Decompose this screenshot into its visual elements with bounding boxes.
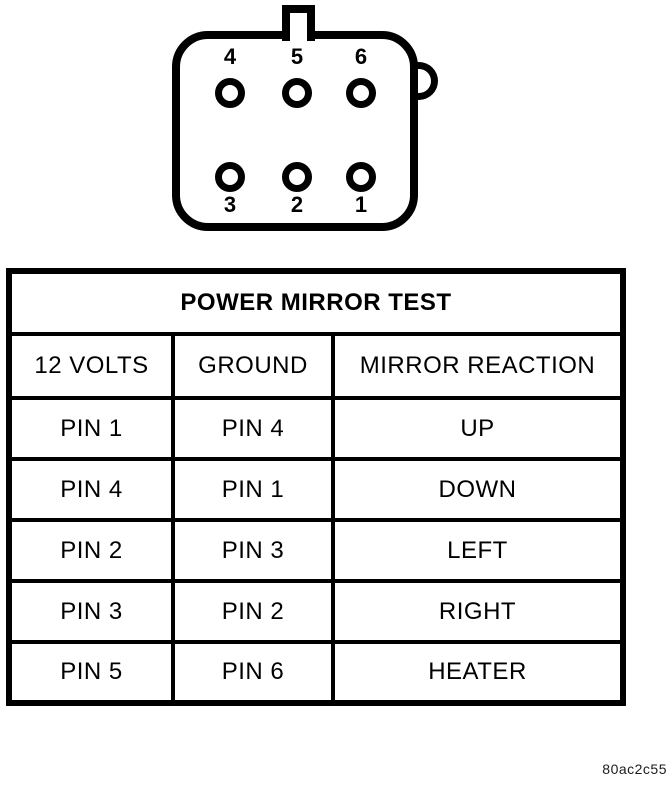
table-cell: LEFT xyxy=(331,518,625,583)
table-row: PIN 2 PIN 3 LEFT xyxy=(7,518,625,583)
table-row: PIN 4 PIN 1 DOWN xyxy=(7,457,625,522)
table-title-row: POWER MIRROR TEST xyxy=(7,269,625,336)
table-title: POWER MIRROR TEST xyxy=(7,269,625,336)
pin-label-2: 2 xyxy=(290,192,304,217)
pin-3-cavity xyxy=(215,162,245,192)
column-header-mirror-reaction: MIRROR REACTION xyxy=(331,332,625,400)
pin-1-cavity xyxy=(346,162,376,192)
pin-2-cavity xyxy=(282,162,312,192)
pin-label-6: 6 xyxy=(354,44,368,69)
table-cell: PIN 2 xyxy=(171,579,335,644)
table-row: PIN 3 PIN 2 RIGHT xyxy=(7,579,625,644)
pin-label-3: 3 xyxy=(223,192,237,217)
table-cell: UP xyxy=(331,396,625,461)
connector-lock-tab xyxy=(282,5,315,41)
pin-label-1: 1 xyxy=(354,192,368,217)
table-cell: PIN 1 xyxy=(7,396,175,461)
connector-body-outline xyxy=(172,31,418,231)
pin-5-cavity xyxy=(282,78,312,108)
column-header-ground: GROUND xyxy=(171,332,335,400)
table-header-row: 12 VOLTS GROUND MIRROR REACTION xyxy=(7,332,625,400)
pin-label-5: 5 xyxy=(290,44,304,69)
pin-4-cavity xyxy=(215,78,245,108)
table-cell: PIN 5 xyxy=(7,640,175,705)
table-row: PIN 5 PIN 6 HEATER xyxy=(7,640,625,705)
pin-6-cavity xyxy=(346,78,376,108)
table-cell: DOWN xyxy=(331,457,625,522)
power-mirror-test-table: POWER MIRROR TEST 12 VOLTS GROUND MIRROR… xyxy=(6,268,626,706)
table-cell: PIN 3 xyxy=(171,518,335,583)
table-cell: PIN 3 xyxy=(7,579,175,644)
table-cell: PIN 4 xyxy=(171,396,335,461)
table-cell: HEATER xyxy=(331,640,625,705)
table-row: PIN 1 PIN 4 UP xyxy=(7,396,625,461)
table-cell: PIN 4 xyxy=(7,457,175,522)
mirror-connector-diagram: 4 5 6 3 2 1 xyxy=(0,0,672,250)
table-cell: RIGHT xyxy=(331,579,625,644)
table-cell: PIN 2 xyxy=(7,518,175,583)
column-header-12-volts: 12 VOLTS xyxy=(7,332,175,400)
pin-label-4: 4 xyxy=(223,44,237,69)
figure-reference-code: 80ac2c55 xyxy=(602,761,667,777)
table-cell: PIN 1 xyxy=(171,457,335,522)
table-cell: PIN 6 xyxy=(171,640,335,705)
